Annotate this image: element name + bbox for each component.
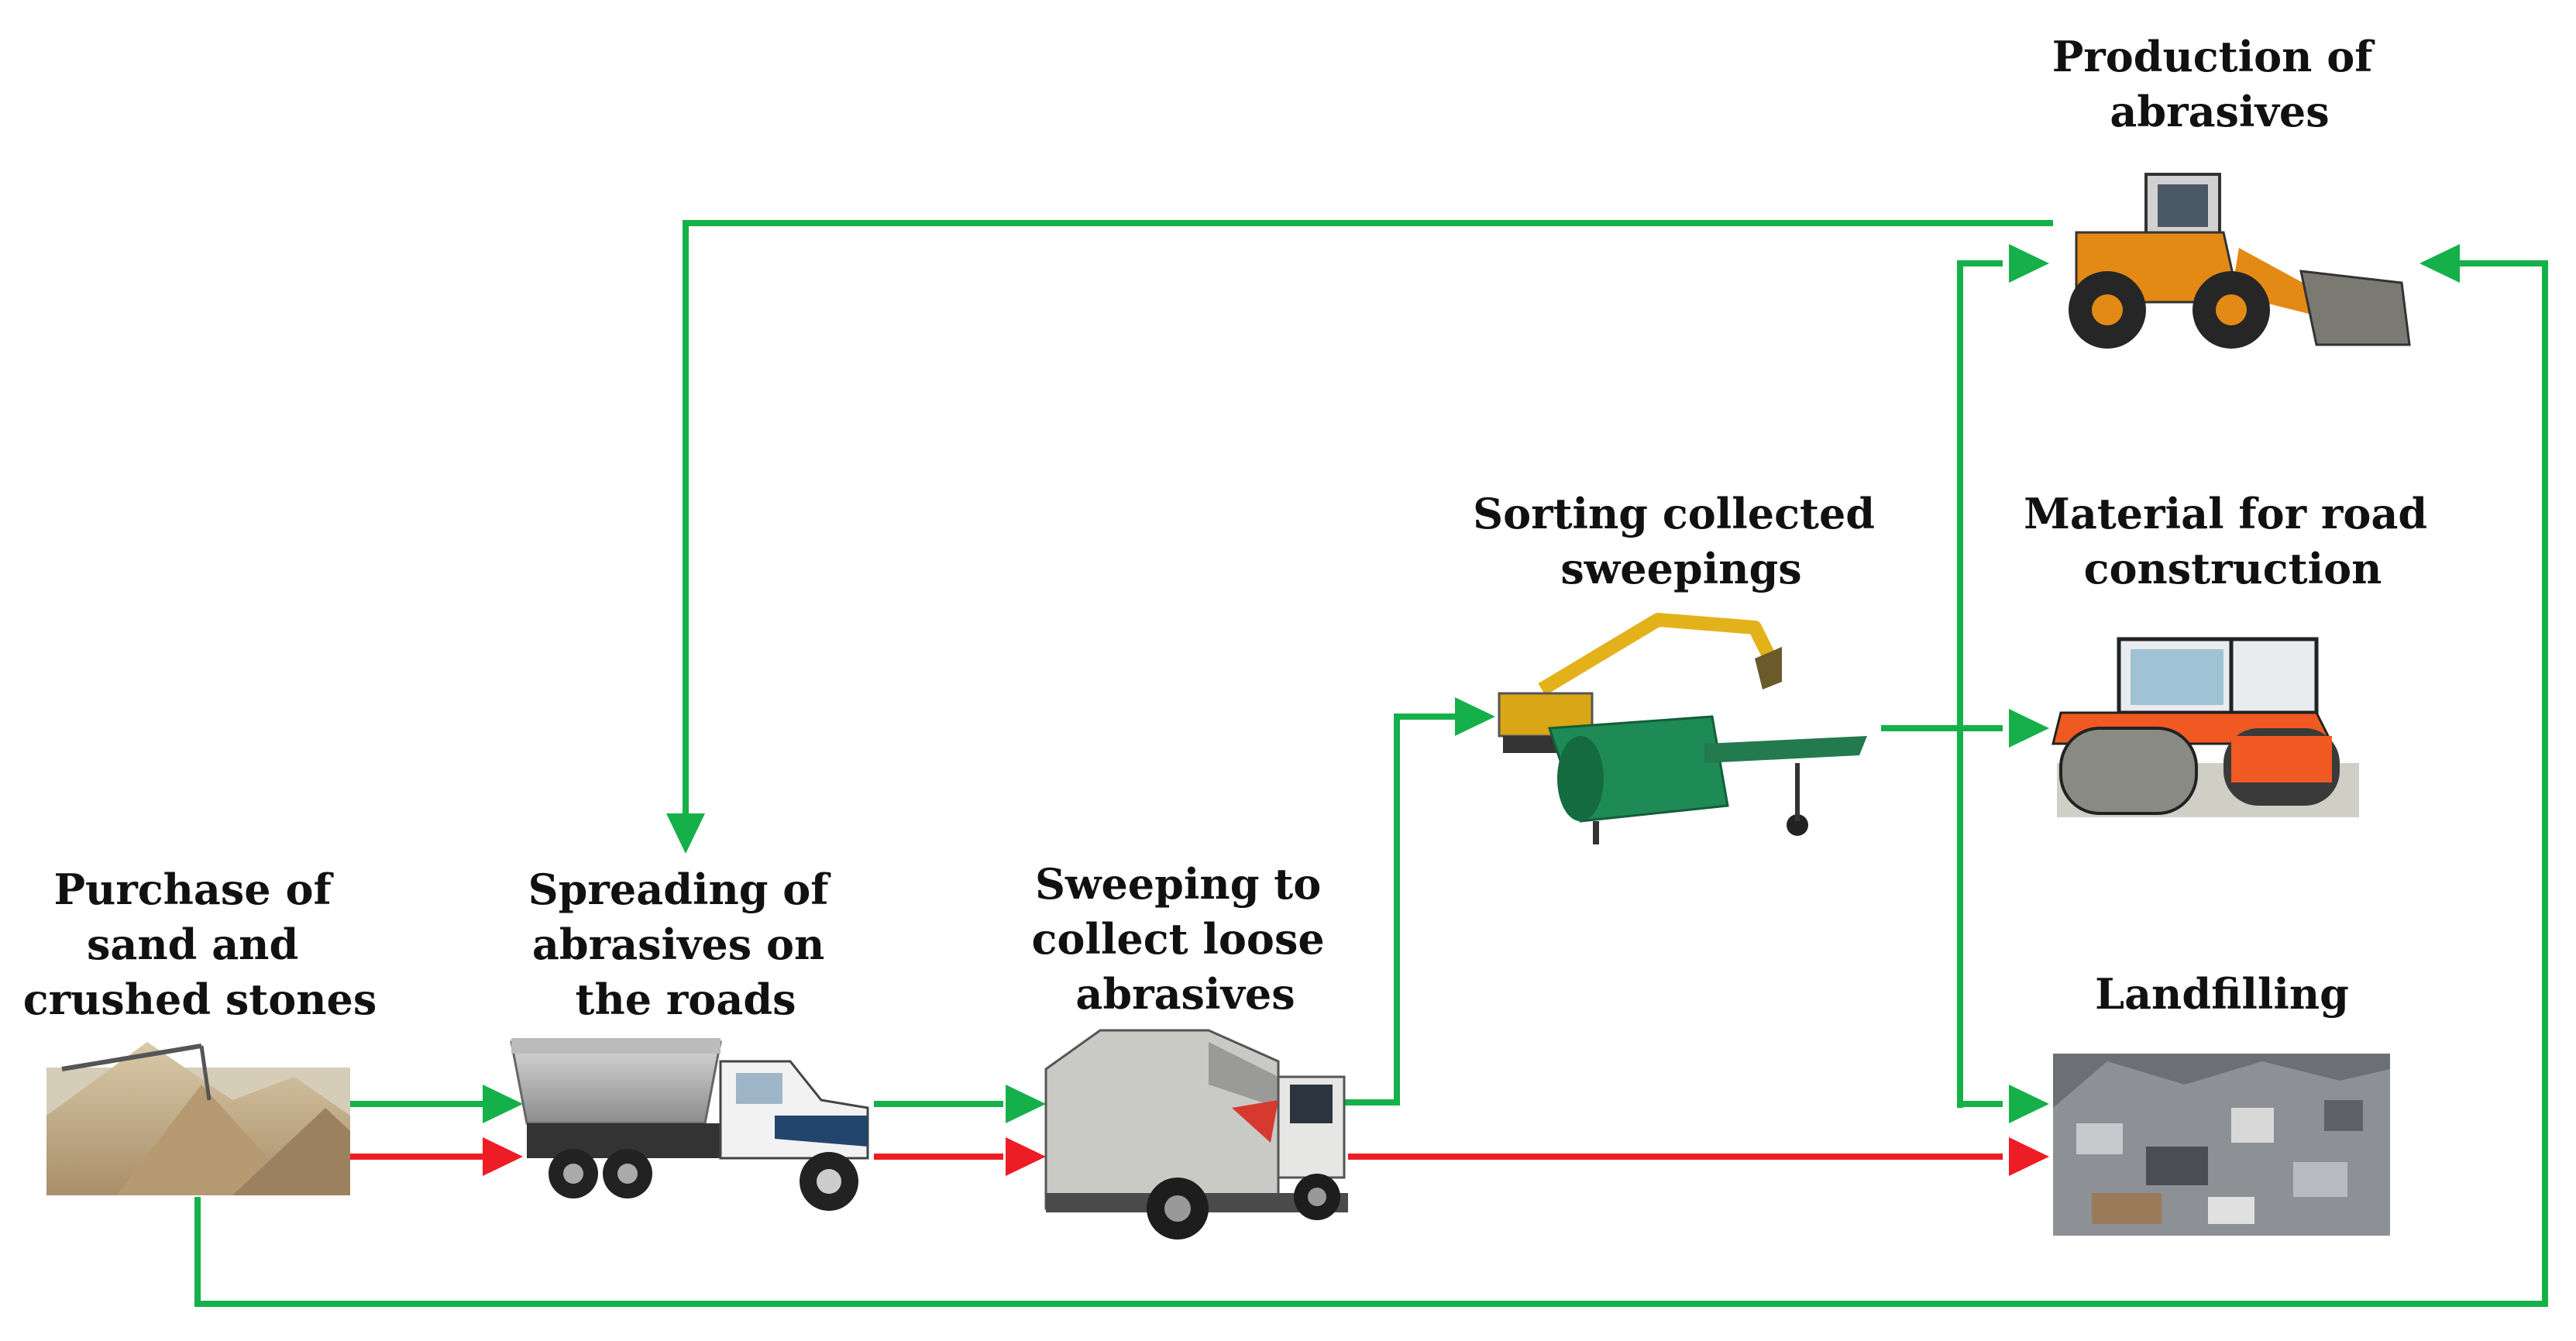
arrowhead-green [2009, 709, 2049, 748]
flow-lines [194, 220, 2548, 1307]
arrowhead-green [1455, 697, 1495, 736]
label-line: Production of [2052, 32, 2376, 81]
spreader-truck-image [510, 1038, 869, 1211]
label-line: Sorting collected [1473, 489, 1875, 538]
label-line: Spreading of [528, 865, 832, 914]
label-sweeping: Sweeping to collect loose abrasives [1031, 859, 1339, 1019]
arrowhead-green [2420, 244, 2460, 283]
label-purchase: Purchase of sand and crushed stones [23, 865, 377, 1024]
arrowhead-green [2009, 244, 2049, 283]
label-line: abrasives [1075, 969, 1295, 1019]
label-line: construction [2084, 544, 2382, 593]
sand-pile-image [46, 1042, 350, 1195]
arrowhead-green [1006, 1085, 1046, 1123]
green-arrow-trunk-to-production [1957, 260, 2003, 1108]
label-production: Production of abrasives [2052, 32, 2388, 136]
label-line: Sweeping to [1035, 859, 1321, 909]
label-spreading: Spreading of abrasives on the roads [528, 865, 844, 1024]
green-arrow-purchase-to-production [194, 260, 2548, 1307]
wheel-loader-image [2069, 173, 2411, 349]
screening-plant-image [1498, 613, 1867, 844]
arrowheads [483, 244, 2460, 1176]
label-road-material: Material for road construction [2024, 489, 2442, 593]
street-sweeper-image [1044, 1029, 1348, 1240]
arrowhead-red [483, 1137, 523, 1176]
road-roller-image [2052, 637, 2359, 817]
arrowhead-green [666, 813, 705, 854]
label-line: Purchase of [53, 865, 334, 914]
label-line: abrasives [2110, 87, 2329, 136]
arrowhead-green [2009, 1085, 2049, 1123]
label-line: crushed stones [23, 975, 377, 1024]
label-line: abrasives on [532, 920, 824, 969]
arrowhead-red [2009, 1137, 2049, 1176]
label-line: collect loose [1031, 914, 1324, 964]
arrowhead-green [483, 1085, 523, 1123]
label-line: sweepings [1560, 544, 1801, 593]
arrowhead-red [1006, 1137, 1046, 1176]
scrap-pile-image [2053, 1054, 2390, 1236]
label-line: Landfilling [2095, 969, 2349, 1019]
green-arrow-sweeping-to-sorting [1344, 713, 1457, 1105]
label-sorting: Sorting collected sweepings [1473, 489, 1890, 593]
green-arrow-production-to-spreading [683, 220, 2053, 821]
label-line: the roads [576, 975, 796, 1024]
label-landfilling: Landfilling [2095, 969, 2349, 1019]
label-line: Material for road [2024, 489, 2427, 538]
label-line: sand and [87, 920, 298, 969]
